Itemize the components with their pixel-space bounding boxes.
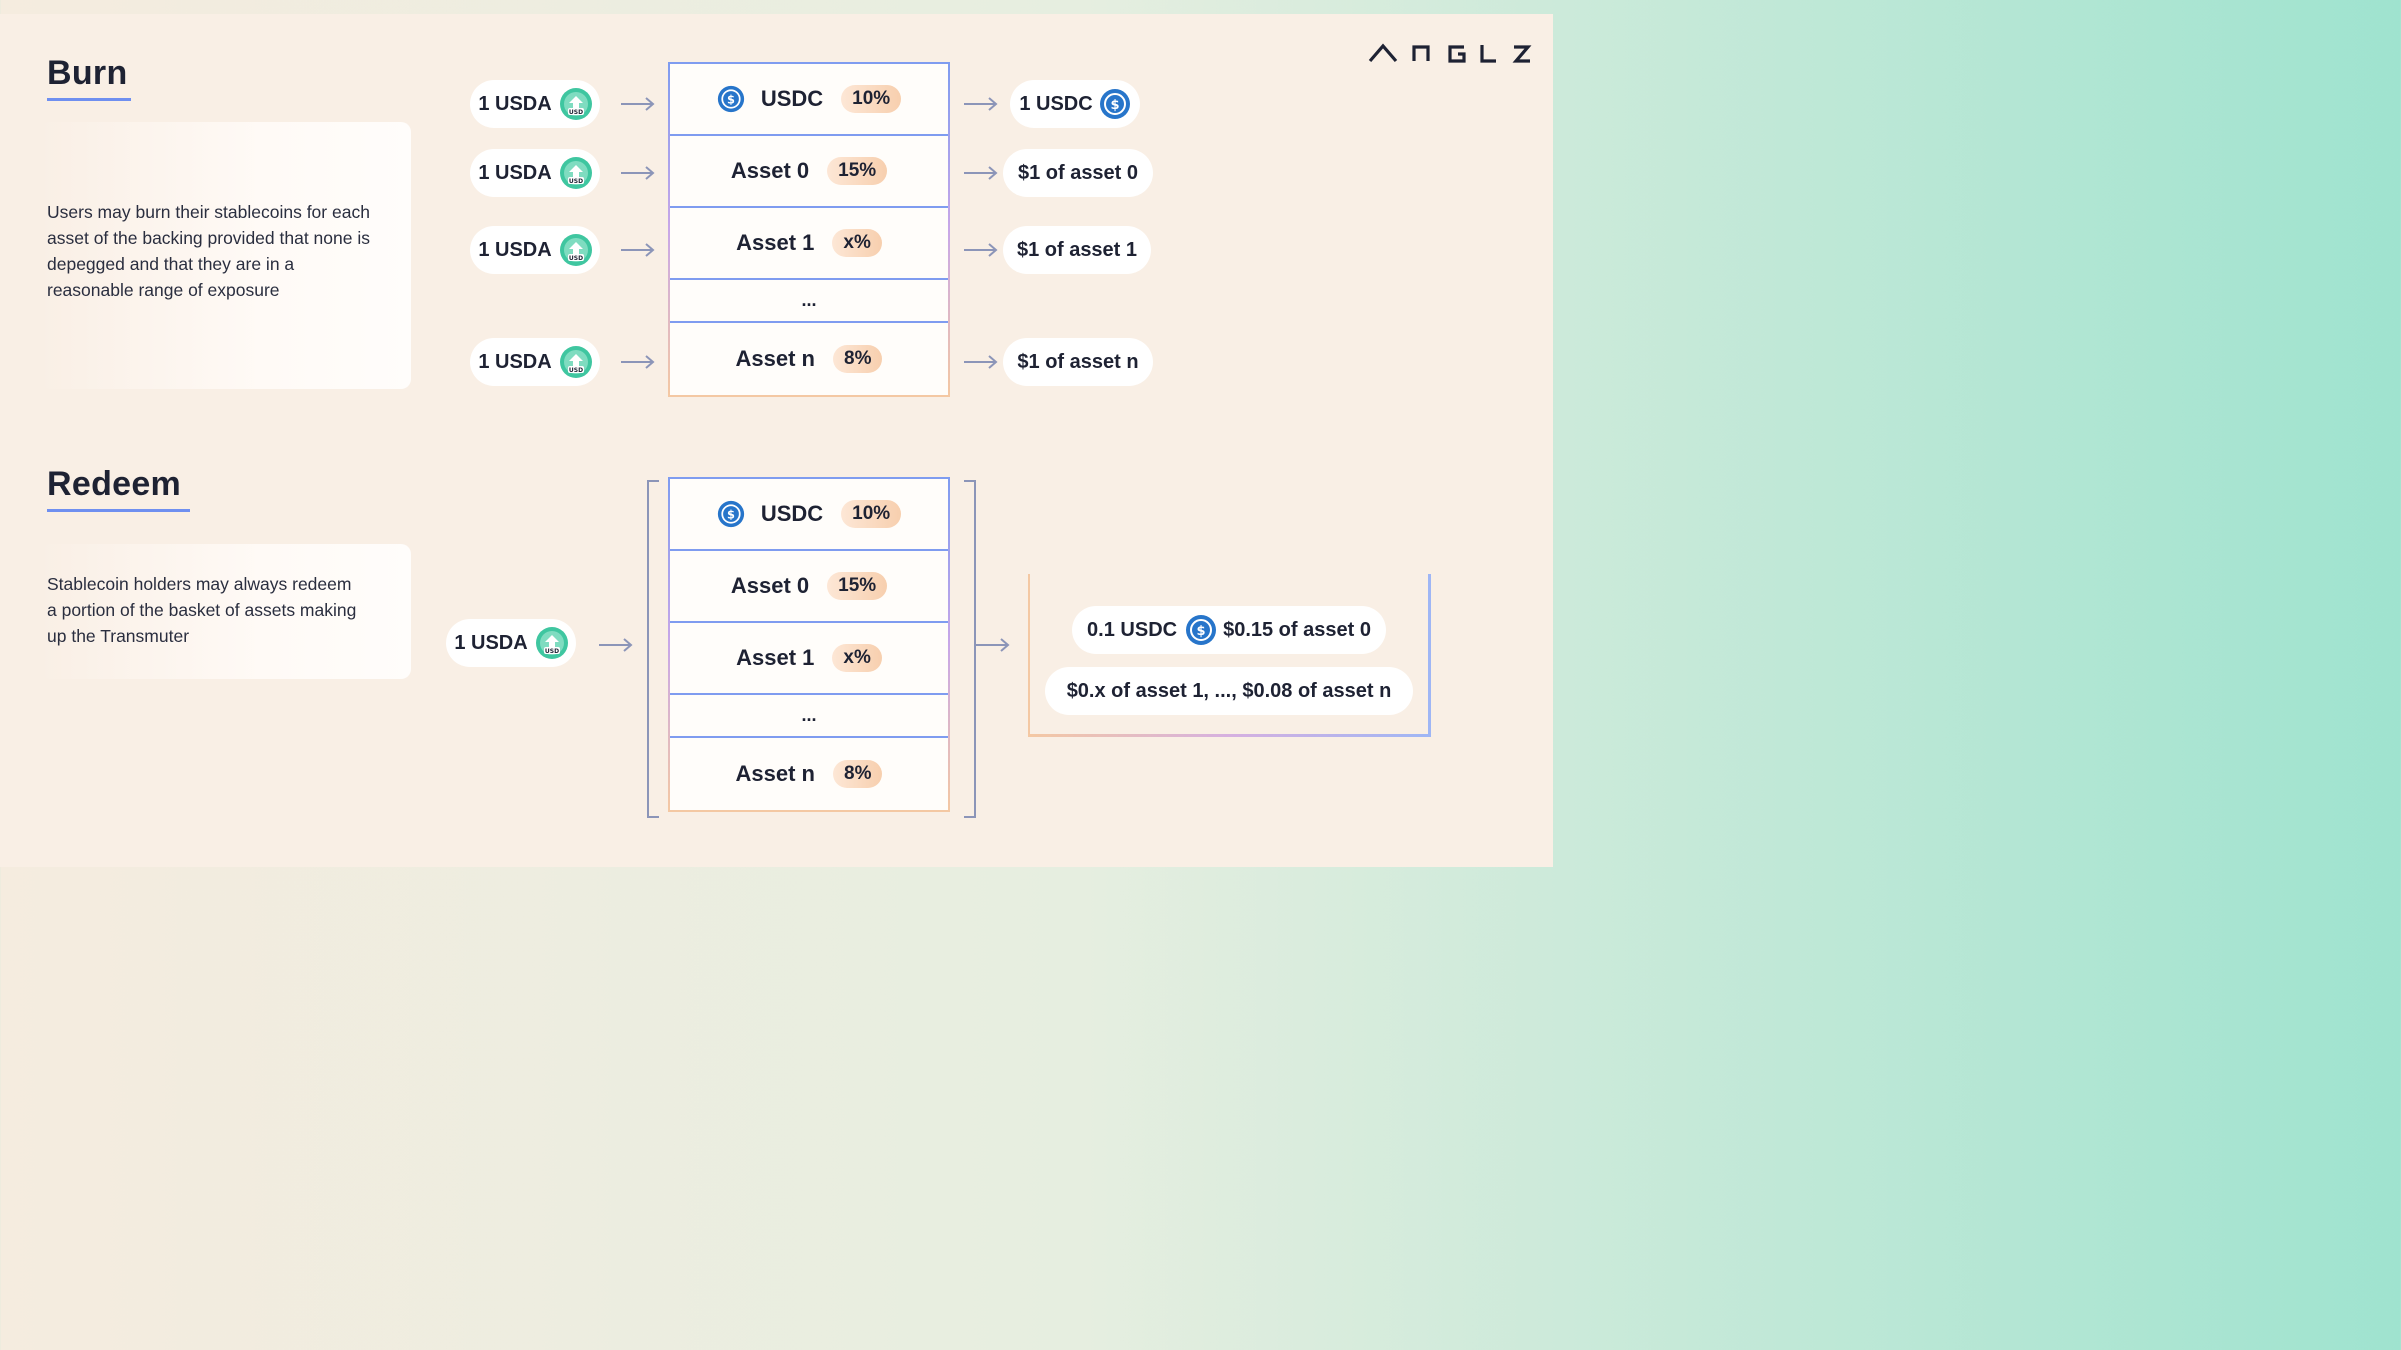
right-bracket — [964, 480, 976, 818]
redeem-input-pill: 1 USDA USD — [446, 619, 576, 667]
output-label: $1 of asset 1 — [1016, 238, 1138, 261]
burn-input-pill-1: 1 USDA USD — [470, 80, 600, 128]
arrow-right-icon — [621, 243, 655, 257]
usda-icon-label: USD — [569, 109, 583, 116]
stack-row-asset-1: Asset 1 x% — [670, 208, 948, 280]
arrow-right-icon — [621, 355, 655, 369]
stack-row-usdc: $ USDC 10% — [670, 64, 948, 136]
stack-row-ellipsis: ... — [670, 280, 948, 323]
stack-row-label: Asset n — [735, 761, 815, 786]
burn-description-card — [40, 122, 411, 389]
usdc-icon: $ — [1186, 615, 1217, 645]
usdc-icon: $ — [717, 500, 744, 528]
svg-text:$: $ — [1197, 624, 1206, 639]
burn-title: Burn — [47, 54, 128, 92]
burn-description: Users may burn their stablecoins for eac… — [47, 202, 370, 300]
pct-badge: 8% — [833, 760, 883, 788]
usda-icon-label: USD — [569, 255, 583, 262]
stack-row-asset-n: Asset n 8% — [670, 738, 948, 810]
redeem-output-pill-1: 0.1 USDC $ $0.15 of asset 0 — [1072, 606, 1386, 654]
svg-text:$: $ — [727, 507, 735, 521]
burn-input-pill-3: 1 USDA USD — [470, 226, 600, 274]
arrow-right-icon — [964, 97, 998, 111]
arrow-right-icon — [964, 355, 998, 369]
stack-row-label: USDC — [760, 501, 824, 526]
redeem-description-card — [40, 544, 411, 679]
burn-output-pill-2: $1 of asset 0 — [1003, 149, 1153, 197]
burn-input-pill-4: 1 USDA USD — [470, 338, 600, 386]
arrow-right-icon — [599, 638, 633, 652]
pct-badge: 10% — [841, 85, 902, 113]
redeem-title: Redeem — [47, 465, 182, 503]
redeem-output-pill-2: $0.x of asset 1, ..., $0.08 of asset n — [1045, 667, 1413, 715]
pct-badge: x% — [832, 229, 882, 257]
stack-row-label: ... — [801, 290, 817, 310]
arrow-right-icon — [621, 97, 655, 111]
usda-icon-label: USD — [569, 367, 583, 374]
stack-row-asset-1: Asset 1 x% — [670, 623, 948, 695]
stack-row-usdc: $ USDC 10% — [670, 479, 948, 551]
pct-badge: x% — [832, 644, 882, 672]
usda-icon-label: USD — [569, 178, 583, 185]
stack-row-label: ... — [801, 705, 817, 725]
left-bracket — [647, 480, 659, 818]
arrow-right-icon — [964, 243, 998, 257]
usda-icon: USD — [559, 234, 592, 266]
pct-badge: 8% — [833, 345, 883, 373]
usdc-icon: $ — [1099, 89, 1130, 119]
angle-logo — [1368, 43, 1532, 63]
output-label: $1 of asset 0 — [1017, 161, 1139, 184]
usda-amount: 1 USDA — [478, 350, 552, 373]
arrow-right-icon — [976, 638, 1010, 652]
usda-amount: 1 USDA — [478, 161, 552, 184]
stack-row-asset-n: Asset n 8% — [670, 323, 948, 395]
burn-output-pill-3: $1 of asset 1 — [1003, 226, 1151, 274]
redeem-description: Stablecoin holders may always redeem a p… — [47, 574, 357, 646]
redeem-title-underline — [47, 509, 190, 512]
output-label: $0.x of asset 1, ..., $0.08 of asset n — [1066, 679, 1392, 702]
burn-input-pill-2: 1 USDA USD — [470, 149, 600, 197]
burn-asset-stack: $ USDC 10% Asset 0 15% Asset 1 x% ... As… — [668, 62, 950, 397]
usda-icon: USD — [535, 627, 568, 659]
stack-row-label: Asset 0 — [730, 573, 810, 598]
stack-row-label: Asset 1 — [736, 230, 815, 255]
usda-amount: 1 USDA — [454, 631, 528, 654]
stack-row-label: Asset 0 — [730, 158, 810, 183]
usda-icon: USD — [559, 88, 592, 120]
stack-row-asset-0: Asset 0 15% — [670, 551, 948, 623]
stack-row-asset-0: Asset 0 15% — [670, 136, 948, 208]
arrow-right-icon — [621, 166, 655, 180]
usda-amount: 1 USDA — [478, 238, 552, 261]
burn-output-pill-1: 1 USDC $ — [1010, 80, 1140, 128]
arrow-right-icon — [964, 166, 998, 180]
svg-text:$: $ — [1110, 98, 1119, 113]
stack-row-ellipsis: ... — [670, 695, 948, 738]
burn-title-underline — [47, 98, 131, 101]
usda-amount: 1 USDA — [478, 92, 552, 115]
stack-row-label: Asset 1 — [736, 645, 815, 670]
stack-row-label: USDC — [760, 86, 824, 111]
usda-icon: USD — [559, 157, 592, 189]
pct-badge: 10% — [841, 500, 902, 528]
stack-row-label: Asset n — [735, 346, 815, 371]
pct-badge: 15% — [827, 572, 888, 600]
usdc-icon: $ — [717, 85, 744, 113]
diagram-canvas: Burn Users may burn their stablecoins fo… — [0, 14, 1553, 867]
usda-icon: USD — [559, 346, 592, 378]
usda-icon-label: USD — [545, 648, 559, 655]
svg-text:$: $ — [727, 92, 735, 106]
output-label: 1 USDC — [1019, 92, 1093, 115]
burn-output-pill-4: $1 of asset n — [1003, 338, 1153, 386]
output-label: $0.15 of asset 0 — [1223, 618, 1371, 641]
output-label: 0.1 USDC — [1087, 618, 1178, 641]
pct-badge: 15% — [827, 157, 888, 185]
output-label: $1 of asset n — [1017, 350, 1139, 373]
redeem-asset-stack: $ USDC 10% Asset 0 15% Asset 1 x% ... As… — [668, 477, 950, 812]
